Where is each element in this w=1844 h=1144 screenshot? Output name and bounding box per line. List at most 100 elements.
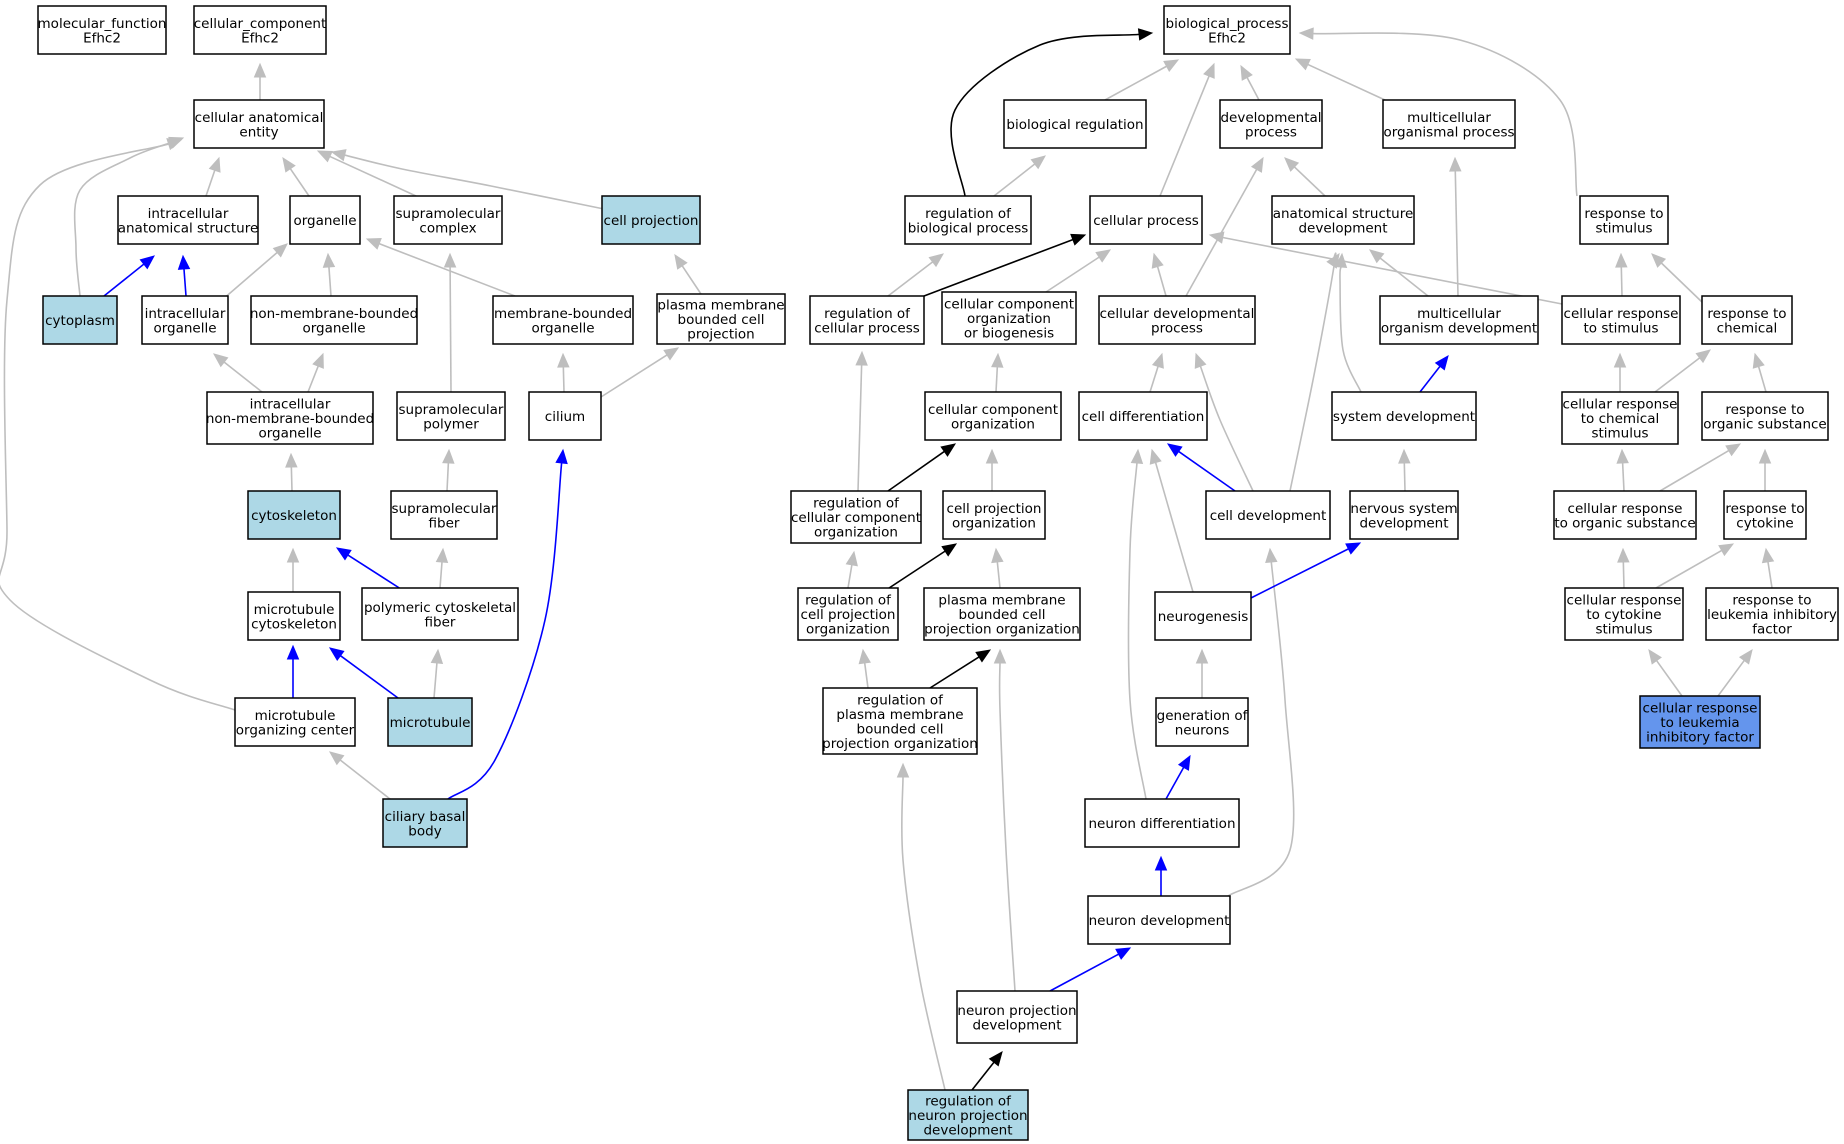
node-box[interactable] xyxy=(1084,798,1240,848)
node-box[interactable] xyxy=(193,5,327,55)
node-inmbo[interactable]: intracellularnon-membrane-boundedorganel… xyxy=(206,391,374,445)
node-box[interactable] xyxy=(1087,895,1231,945)
node-cilium[interactable]: cilium xyxy=(528,391,602,441)
node-box[interactable] xyxy=(790,490,922,544)
node-box[interactable] xyxy=(1163,5,1291,55)
node-box[interactable] xyxy=(250,295,418,345)
node-box[interactable] xyxy=(37,5,167,55)
node-box[interactable] xyxy=(1271,195,1415,245)
node-box[interactable] xyxy=(1349,490,1459,540)
node-box[interactable] xyxy=(492,295,634,345)
node-organelle[interactable]: organelle xyxy=(289,195,361,245)
node-box[interactable] xyxy=(907,1089,1029,1141)
node-neurodiff[interactable]: neuron differentiation xyxy=(1084,798,1240,848)
node-box[interactable] xyxy=(1089,195,1203,245)
node-box[interactable] xyxy=(528,391,602,441)
node-box[interactable] xyxy=(396,391,506,441)
node-box[interactable] xyxy=(1639,695,1761,749)
node-box[interactable] xyxy=(1579,195,1669,245)
node-box[interactable] xyxy=(1564,587,1684,641)
node-box[interactable] xyxy=(1701,295,1793,345)
node-box[interactable] xyxy=(1705,587,1839,641)
node-box[interactable] xyxy=(1723,490,1807,540)
node-box[interactable] xyxy=(1553,490,1697,540)
node-sysdev[interactable]: system development xyxy=(1331,391,1477,441)
node-box[interactable] xyxy=(393,195,503,245)
node-box[interactable] xyxy=(1561,295,1681,345)
node-box[interactable] xyxy=(117,195,259,245)
node-cellproc[interactable]: cellular process xyxy=(1089,195,1203,245)
node-box[interactable] xyxy=(390,490,498,540)
node-celldev[interactable]: cell development xyxy=(1205,490,1331,540)
node-box[interactable] xyxy=(289,195,361,245)
node-box[interactable] xyxy=(1219,99,1323,149)
node-neurodev[interactable]: neuron development xyxy=(1087,895,1231,945)
node-box[interactable] xyxy=(809,295,925,345)
node-box[interactable] xyxy=(656,293,786,345)
node-cytoplasm[interactable]: cytoplasm xyxy=(42,295,118,345)
node-box[interactable] xyxy=(1331,391,1477,441)
node-box[interactable] xyxy=(382,798,468,848)
node-box[interactable] xyxy=(904,195,1032,245)
node-box[interactable] xyxy=(234,697,356,747)
node-neurogenesis[interactable]: neurogenesis xyxy=(1154,591,1252,641)
node-box[interactable] xyxy=(923,587,1081,641)
node-cellproj[interactable]: cell projection xyxy=(601,195,701,245)
node-box[interactable] xyxy=(1205,490,1331,540)
node-box[interactable] xyxy=(1561,391,1679,445)
node-box[interactable] xyxy=(1382,99,1516,149)
node-box[interactable] xyxy=(797,587,899,641)
node-box[interactable] xyxy=(247,490,341,540)
node-box[interactable] xyxy=(1154,591,1252,641)
node-box[interactable] xyxy=(1098,295,1256,345)
node-box[interactable] xyxy=(1379,295,1539,345)
node-box[interactable] xyxy=(1701,391,1829,441)
node-box[interactable] xyxy=(822,687,978,755)
node-cytoskeleton[interactable]: cytoskeleton xyxy=(247,490,341,540)
node-celldiff[interactable]: cell differentiation xyxy=(1078,391,1208,441)
node-box[interactable] xyxy=(1003,99,1147,149)
node-box[interactable] xyxy=(141,295,229,345)
node-box[interactable] xyxy=(941,291,1077,345)
node-box[interactable] xyxy=(1078,391,1208,441)
node-box[interactable] xyxy=(361,587,519,641)
node-microtubule[interactable]: microtubule xyxy=(387,697,473,747)
